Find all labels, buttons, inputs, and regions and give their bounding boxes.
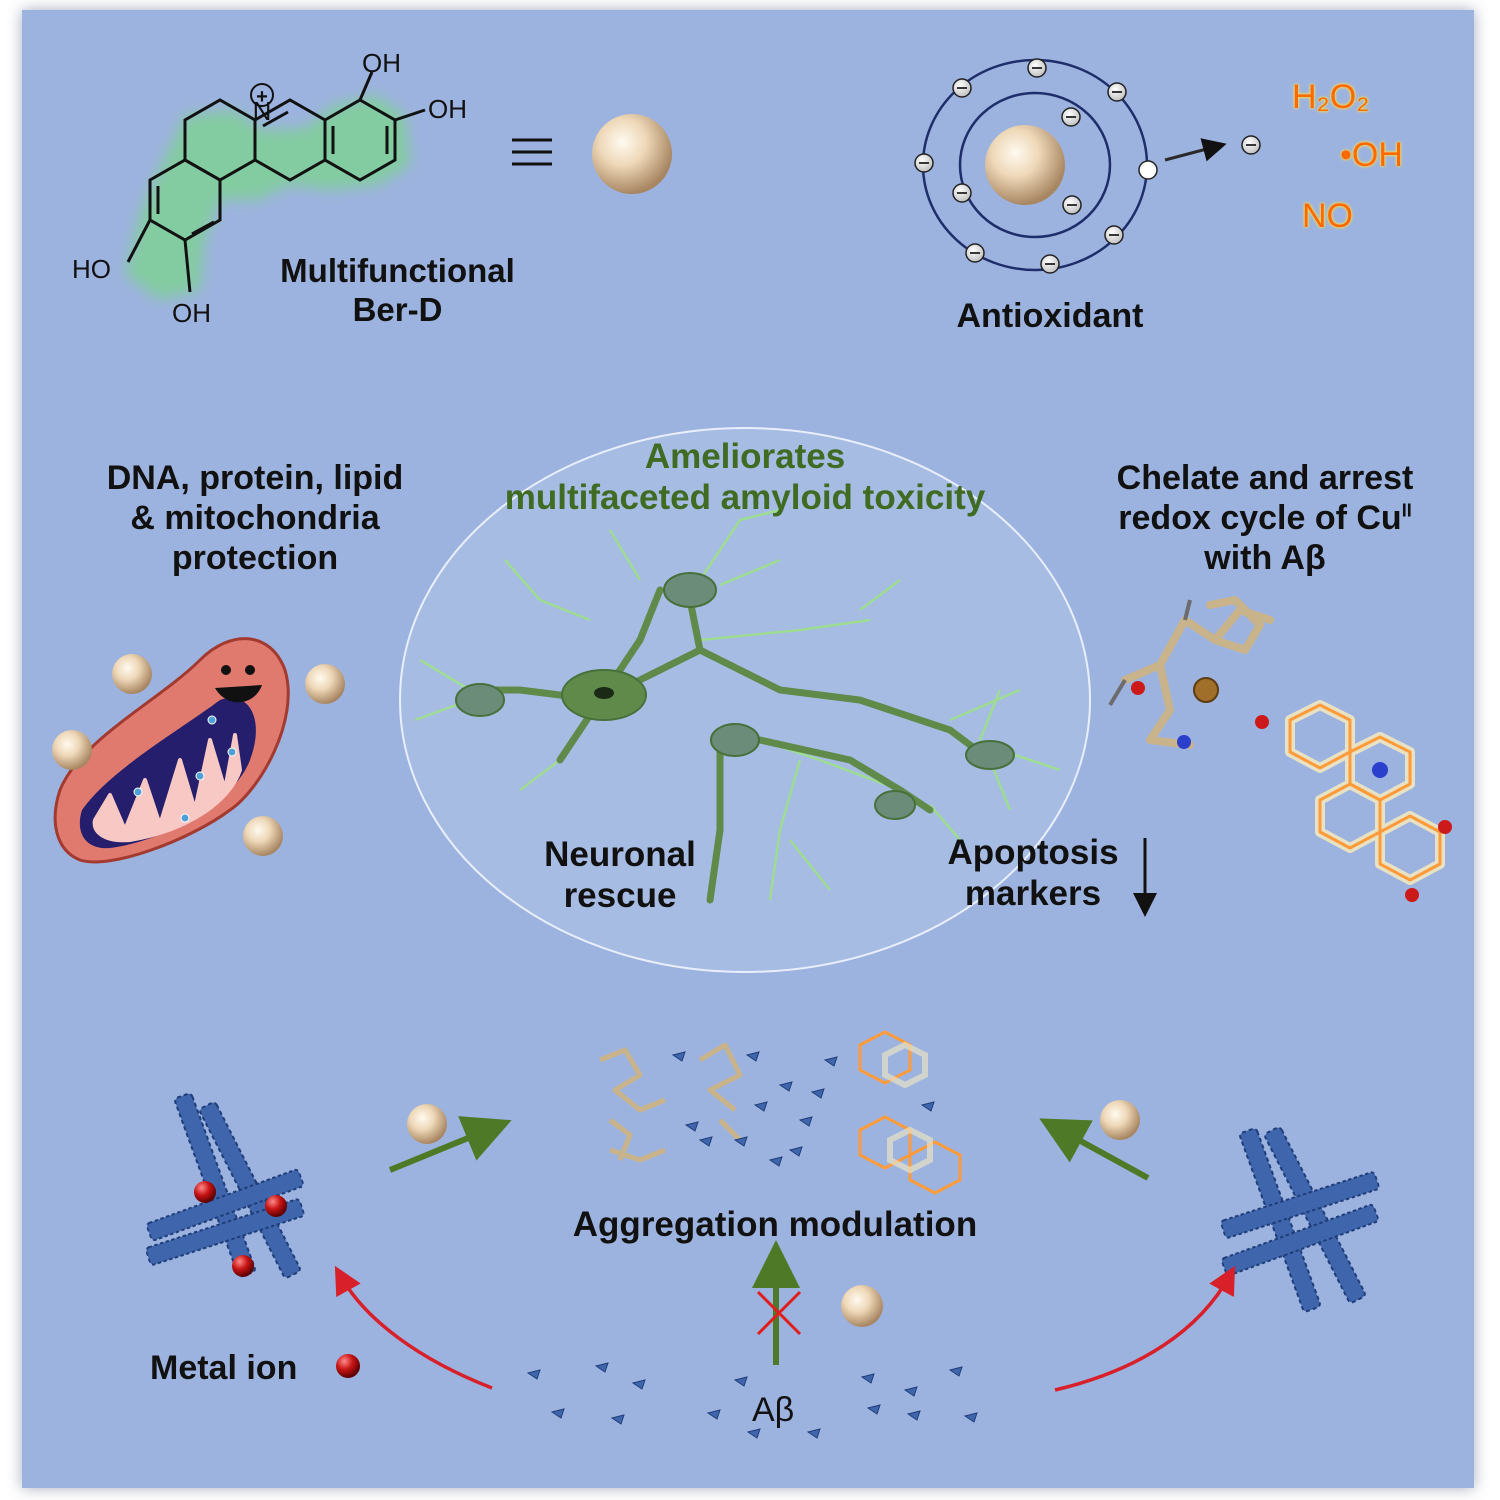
species-hydroxyl: •OH [1340,136,1403,174]
chelate-line2: redox cycle of CuII [1080,498,1450,538]
neuronal-rescue-label: Neuronal rescue [544,835,696,916]
svg-text:HO: HO [72,254,111,284]
species-no: NO [1302,197,1353,235]
fibril-to-aggregation-arrow-right [1039,1118,1150,1181]
antioxidant-label: Antioxidant [956,297,1144,335]
blocked-cross [756,1290,802,1336]
chelate-line3: with Aβ [1204,539,1326,578]
neuron-illustration [399,427,1091,973]
fibril-to-aggregation-arrow-left [388,1116,512,1173]
svg-text:OH: OH [362,48,401,78]
metal-bound-fibrils [144,1091,306,1280]
berd-sphere [592,114,672,194]
svg-text:OH: OH [428,94,467,124]
apoptosis-markers-label: Apoptosis markers [947,833,1119,914]
copper-complex-model [1108,596,1452,902]
abeta-label: Aβ [752,1391,795,1429]
protection-label: DNA, protein, lipid & mitochondria prote… [106,459,404,578]
copper-oxidation-state: II [1401,500,1412,521]
metal-aggregation-arrow [334,1265,493,1390]
chelate-label: Chelate and arrest redox cycle of CuII w… [1080,458,1450,578]
amyloid-toxicity-title: Ameliorates multifaceted amyloid toxicit… [504,437,986,518]
aggregation-modulation-label: Aggregation modulation [572,1205,978,1244]
metal-free-aggregation-arrow [1054,1265,1236,1392]
metal-free-fibrils [1219,1125,1381,1314]
metal-ion-label: Metal ion [150,1349,298,1387]
berd-structure: N + OH OH HO OH [72,48,672,328]
species-h2o2: H₂O₂ [1292,78,1370,116]
svg-text:+: + [256,86,268,108]
chelate-line2-main: redox cycle of Cu [1118,499,1402,538]
antioxidant-atom [914,58,1261,274]
svg-text:N: N [253,96,272,126]
svg-text:OH: OH [172,298,211,328]
mitochondrion [52,637,345,864]
metal-ion-sphere [336,1354,360,1378]
chelate-line1: Chelate and arrest [1116,459,1414,497]
aggregation-cluster [599,1030,962,1195]
berd-label: Multifunctional Ber-D [280,252,515,328]
